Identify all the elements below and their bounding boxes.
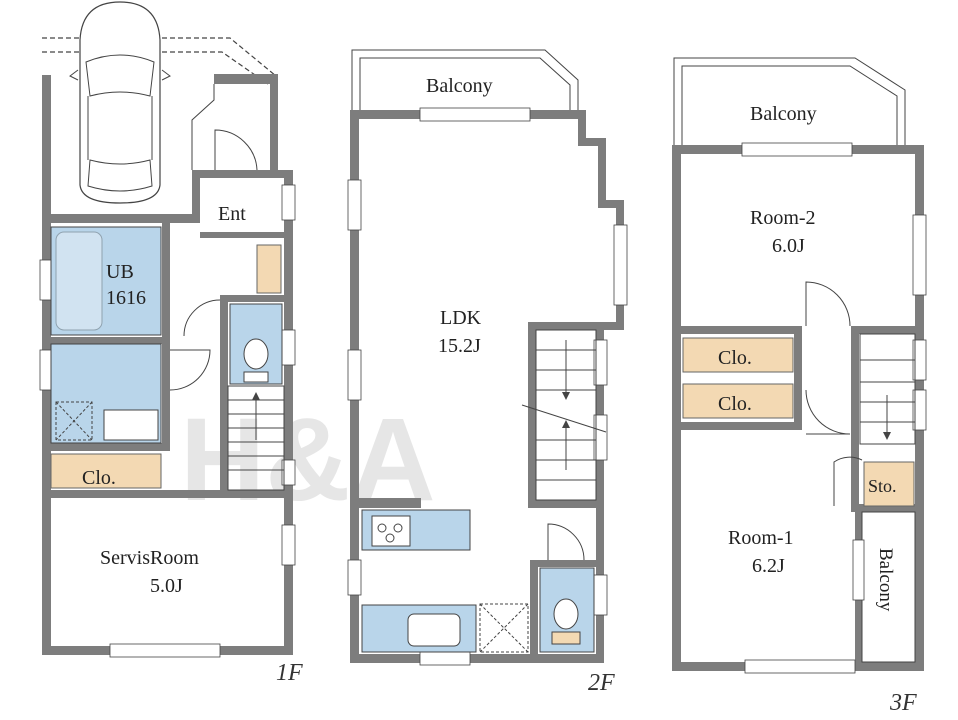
room-size-ub: 1616 <box>106 287 146 309</box>
room-name-room1: Room-1 <box>728 527 794 549</box>
door-swing <box>833 456 863 506</box>
closet-3f-a <box>682 337 794 373</box>
room-name-servisroom: ServisRoom <box>100 547 199 569</box>
carport-outline <box>42 37 277 77</box>
kitchen-sink <box>361 603 529 653</box>
toilet-1f <box>229 303 283 385</box>
floor-label-2f: 2F <box>588 670 615 696</box>
room-name-clo-b: Clo. <box>718 393 752 415</box>
windows-2f <box>347 107 628 666</box>
bathtub <box>50 226 162 336</box>
floor-2f: Balcony LDK 15.2J 2F <box>347 49 628 696</box>
door-swing <box>547 523 585 561</box>
car-icon <box>69 1 171 204</box>
toilet-2f <box>539 567 595 653</box>
room-size-servisroom: 5.0J <box>150 575 183 597</box>
windows-3f <box>741 142 927 674</box>
floor-3f: Balcony Room-2 6.0J Clo. Clo. Sto. Room-… <box>672 57 927 716</box>
room-name-sto: Sto. <box>868 476 897 496</box>
balcony-outline-3f <box>673 57 906 145</box>
room-name-ub: UB <box>106 261 134 283</box>
room-name-clo-a: Clo. <box>718 347 752 369</box>
shoe-closet <box>256 244 282 294</box>
door-swing <box>169 349 211 391</box>
stairs-3f <box>859 333 916 445</box>
storage-3f <box>863 461 915 507</box>
closet-3f-b <box>682 383 794 419</box>
washroom <box>50 343 162 444</box>
balcony-outline-2f-inner <box>359 57 571 110</box>
room-name-ent: Ent <box>218 203 246 225</box>
stairs-1f <box>227 385 285 491</box>
closet-1f <box>50 453 162 489</box>
room-name-balcony-2f: Balcony <box>426 75 493 97</box>
kitchen-counter <box>361 509 471 551</box>
balcony-outline-2f <box>351 49 579 110</box>
balcony-outline-3f-inner <box>681 65 898 145</box>
room-name-side-balcony: Balcony <box>875 548 896 612</box>
room-name-ldk: LDK <box>440 307 482 329</box>
room-name-clo: Clo. <box>82 467 116 489</box>
stairs-2f <box>521 329 607 501</box>
room-size-room2: 6.0J <box>772 235 805 257</box>
room-name-balcony-3f: Balcony <box>750 103 817 125</box>
floor-label-1f: 1F <box>276 660 303 686</box>
porch-outline <box>191 84 215 170</box>
entrance-door <box>214 129 258 171</box>
room-name-room2: Room-2 <box>750 207 816 229</box>
door-swing <box>183 299 221 337</box>
door-swing <box>805 389 851 435</box>
door-swing <box>805 281 851 327</box>
room-size-ldk: 15.2J <box>438 335 481 357</box>
side-balcony <box>861 511 916 663</box>
room-size-room1: 6.2J <box>752 555 785 577</box>
floor-label-3f: 3F <box>889 690 917 716</box>
floor-1f: Ent UB 1616 Clo. ServisRoom 5.0J 1F <box>39 1 303 686</box>
